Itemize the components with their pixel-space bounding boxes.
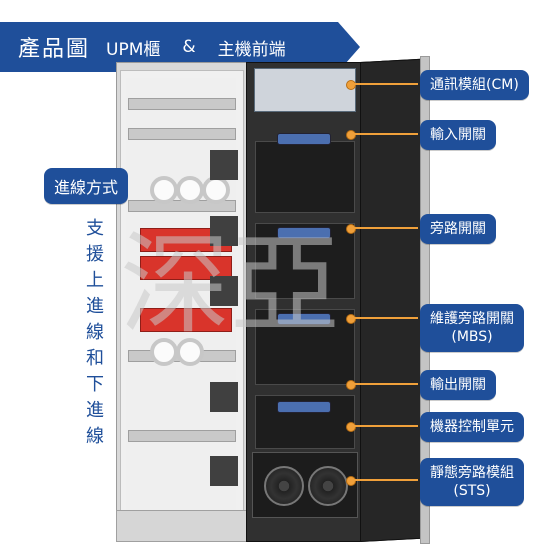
leader-dot	[346, 80, 356, 90]
dark-rail	[210, 150, 238, 180]
bypass-switch-handle	[277, 227, 331, 239]
fan-icon	[308, 466, 348, 506]
banner-amp: &	[182, 37, 196, 57]
coil-icon	[202, 176, 230, 204]
leader-line	[354, 383, 418, 385]
leader-dot	[346, 314, 356, 324]
leader-line	[354, 227, 418, 229]
leader-line	[354, 133, 418, 135]
fan-icon	[264, 466, 304, 506]
red-terminal-block	[140, 308, 232, 332]
banner-subtitle-left: UPM櫃	[106, 39, 161, 60]
support-top-bottom-text: 支援上進線和下進線	[86, 218, 104, 447]
leader-dot	[346, 130, 356, 140]
busbar	[128, 128, 236, 140]
coil-icon	[176, 176, 204, 204]
mbs-switch-handle	[277, 313, 331, 325]
busbar	[128, 430, 236, 442]
leader-dot	[346, 476, 356, 486]
input-switch-handle	[277, 133, 331, 145]
busbar	[128, 98, 236, 110]
door-edge	[420, 56, 430, 544]
callout-bypass-switch: 旁路開關	[420, 214, 496, 244]
coil-icon	[150, 176, 178, 204]
cabinet-door	[360, 58, 426, 543]
leader-dot	[346, 224, 356, 234]
banner-subtitle-right: 主機前端	[217, 39, 286, 60]
leader-dot	[346, 380, 356, 390]
dark-rail	[210, 216, 238, 246]
dark-rail	[210, 382, 238, 412]
breaker-panel	[255, 141, 355, 213]
communication-module	[254, 68, 356, 112]
banner-title: 產品圖	[18, 37, 91, 62]
callout-input-switch: 輸入開關	[420, 120, 496, 150]
leader-dot	[346, 422, 356, 432]
leader-line	[354, 317, 418, 319]
callout-cm: 通訊模組(CM)	[420, 70, 529, 100]
callout-control-unit: 機器控制單元	[420, 412, 524, 442]
dark-rail	[210, 276, 238, 306]
upm-rack-base	[116, 510, 248, 542]
dark-rail	[210, 456, 238, 486]
leader-line	[354, 479, 418, 481]
coil-icon	[176, 338, 204, 366]
output-switch-handle	[277, 401, 331, 413]
leader-line	[354, 83, 418, 85]
callout-sts: 靜態旁路模組 (STS)	[420, 458, 524, 506]
callout-output-switch: 輸出開關	[420, 370, 496, 400]
callout-mbs: 維護旁路開關 (MBS)	[420, 304, 524, 352]
leader-line	[354, 425, 418, 427]
coil-icon	[150, 338, 178, 366]
input-method-badge: 進線方式	[44, 168, 129, 204]
